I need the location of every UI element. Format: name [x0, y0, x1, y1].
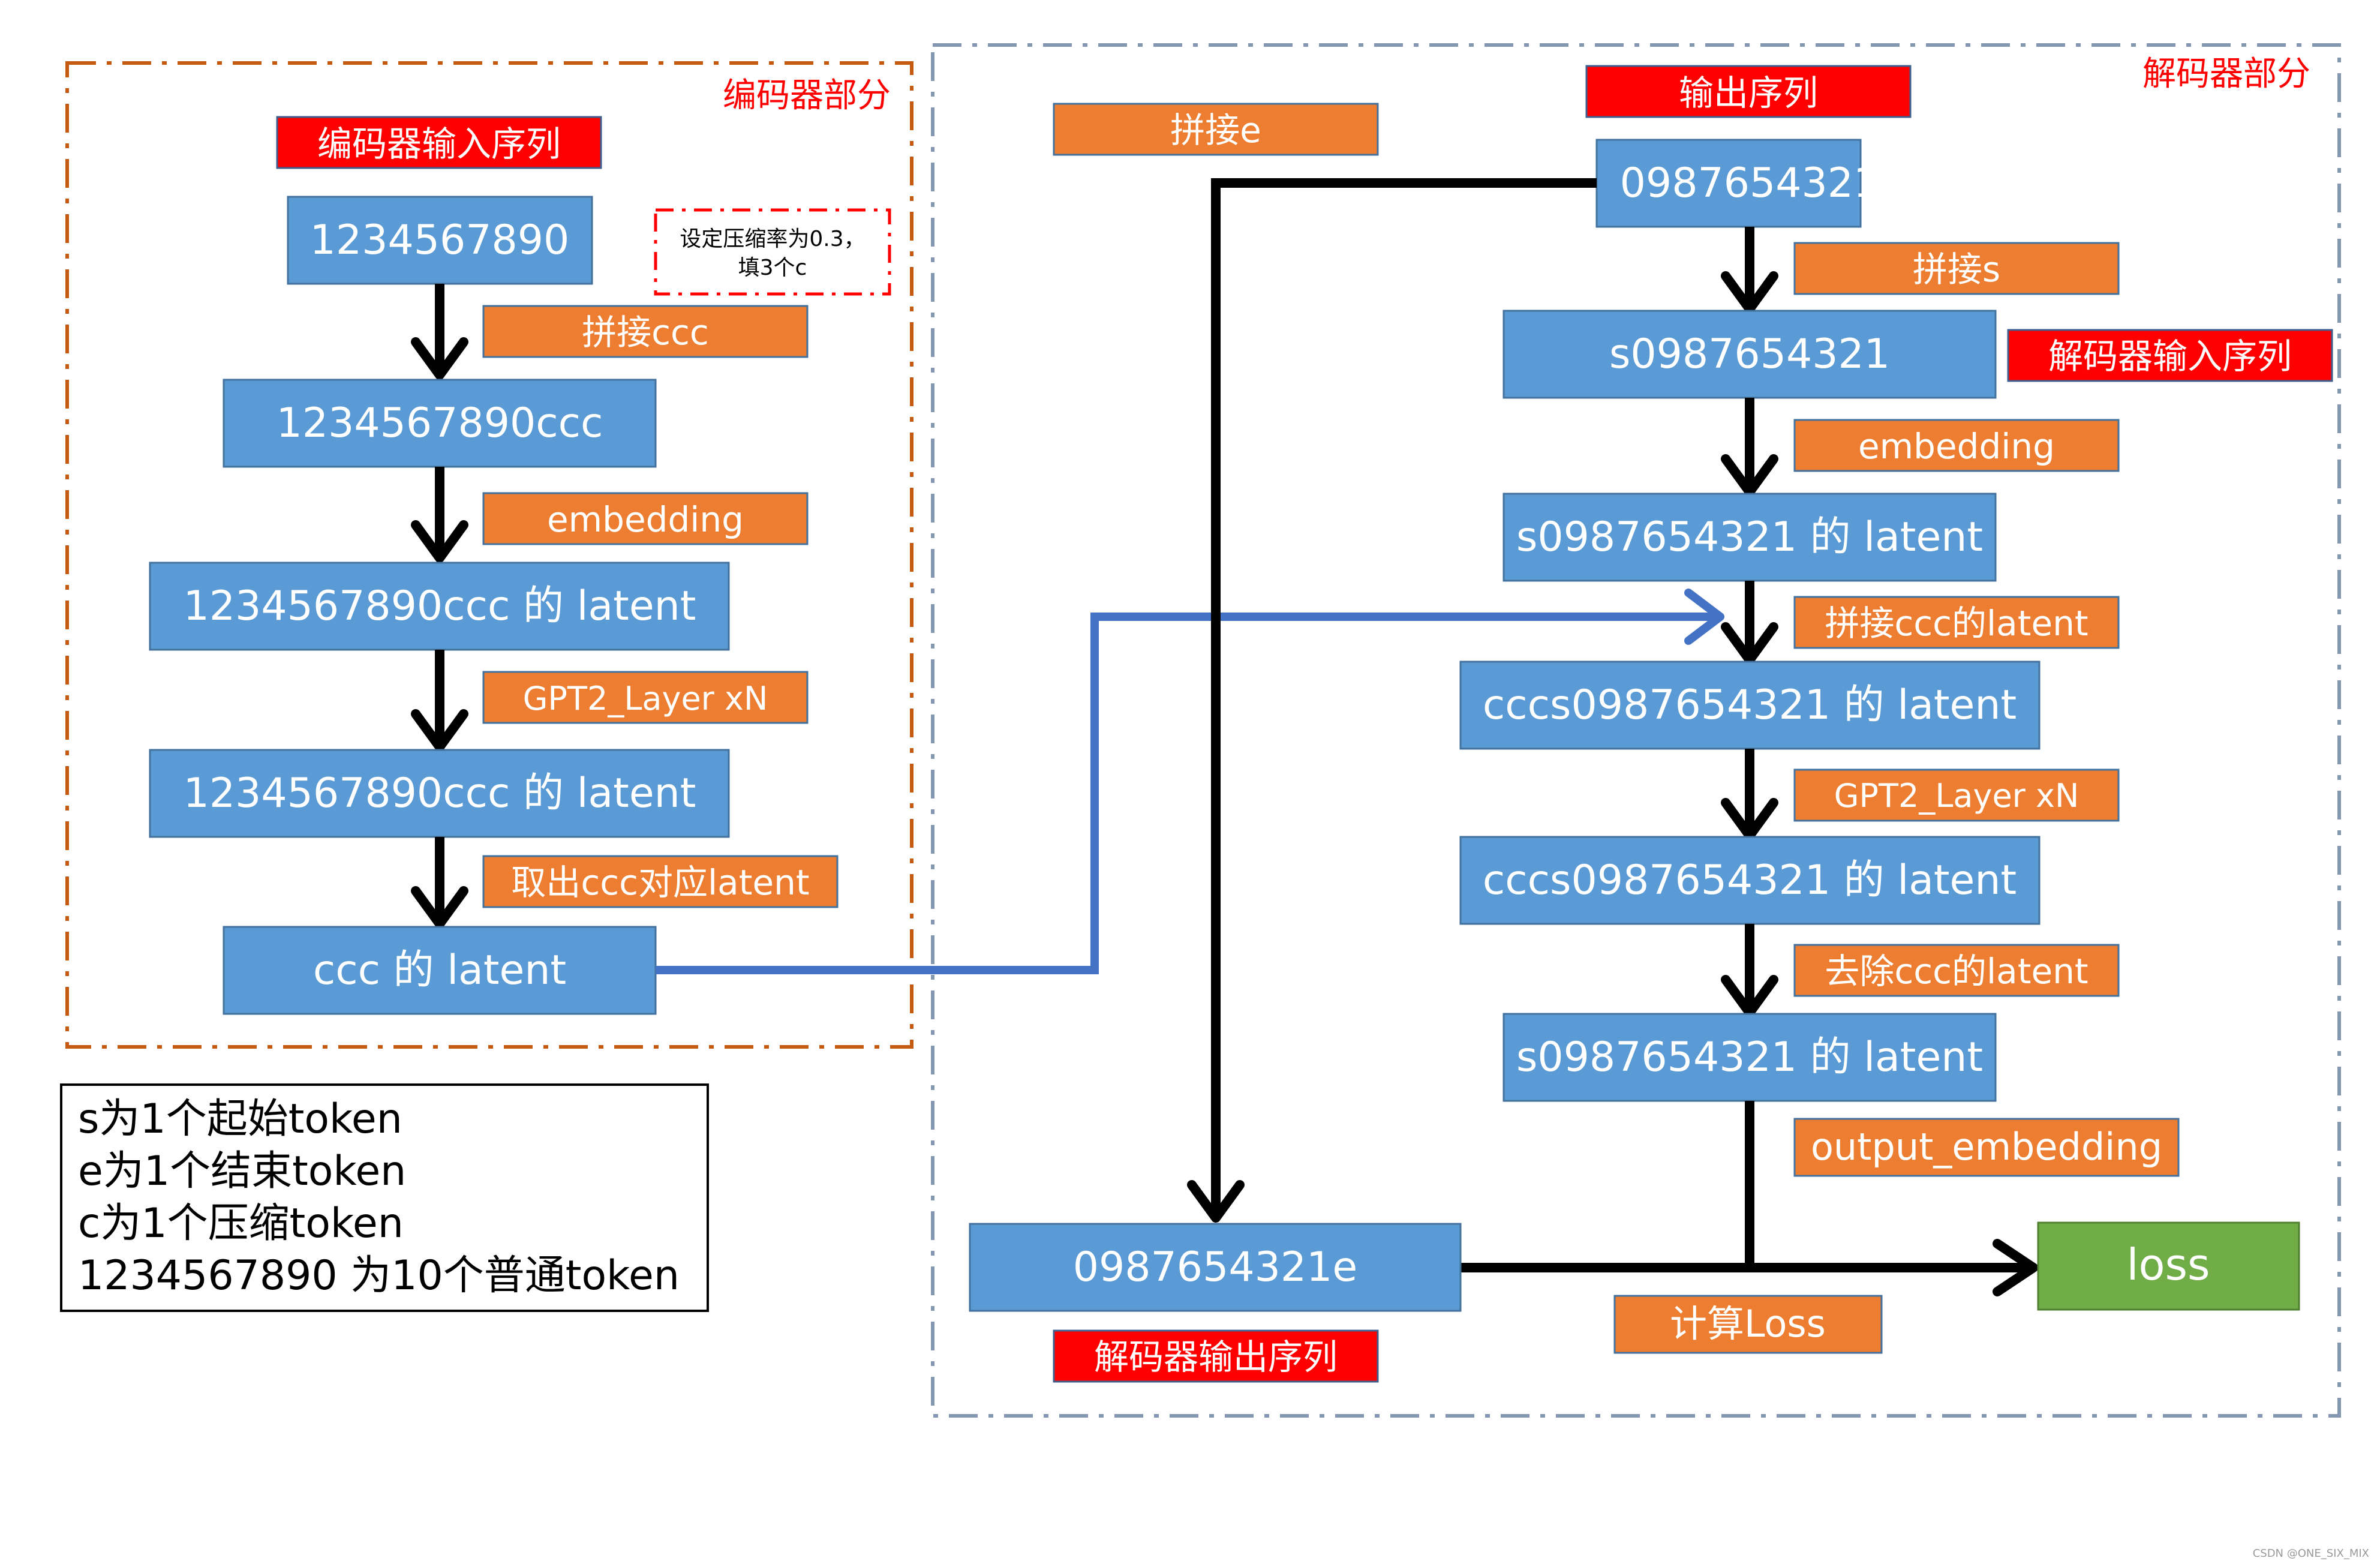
decoder-node-merged-latent [1459, 661, 2041, 750]
encoder-region-border [65, 61, 913, 1049]
decoder-arrowhead-3 [1721, 622, 1778, 665]
decoder-op-remove-ccc-latent [1793, 944, 2120, 997]
legend-item-start-token: s为1个起始token [78, 1095, 402, 1143]
legend-box [60, 1083, 709, 1312]
decoder-node-target-label: 0987654321e [1073, 1244, 1357, 1291]
ccc-latent-link-arrowhead [1684, 589, 1724, 645]
decoder-op-embedding-label: embedding [1858, 426, 2055, 467]
decoder-op-gpt2 [1793, 769, 2120, 822]
encoder-arrowhead-2 [411, 520, 468, 563]
encoder-node-padded-label: 1234567890ccc [277, 400, 603, 447]
decoder-node-stripped-latent [1502, 1013, 1997, 1102]
decoder-region-border [931, 43, 2341, 1418]
encoder-region-label: 编码器部分 [723, 76, 891, 115]
legend-item-compress-token: c为1个压缩token [78, 1200, 404, 1247]
decoder-arrowhead-1 [1721, 271, 1778, 314]
compression-note-line2: 填3个c [738, 256, 807, 280]
legend-item-end-token: e为1个结束token [78, 1148, 406, 1195]
decoder-region-label: 解码器部分 [2142, 55, 2310, 94]
decoder-input-tag-label: 解码器输入序列 [2048, 336, 2292, 377]
compression-note-box [654, 208, 891, 296]
concat-e-path-arrowhead [1187, 1180, 1245, 1223]
encoder-node-latent-2 [149, 749, 730, 838]
decoder-arrowhead-4 [1721, 798, 1778, 840]
encoder-op-extract-ccc [482, 855, 839, 908]
encoder-op-gpt2 [482, 671, 809, 724]
encoder-op-embedding [482, 492, 809, 545]
watermark: CSDN @ONE_SIX_MIX [2253, 1547, 2369, 1560]
encoder-op-concat-ccc-label: 拼接ccc [582, 312, 709, 353]
loss-node [2037, 1221, 2300, 1311]
decoder-arrowhead-5 [1721, 975, 1778, 1017]
decoder-node-input-latent-label: s0987654321 的 latent [1516, 514, 1983, 561]
decoder-op-concat-ccc-latent [1793, 596, 2120, 649]
decoder-op-remove-ccc-latent-label: 去除ccc的latent [1825, 951, 2088, 992]
decoder-op-concat-s [1793, 242, 2120, 295]
decoder-node-merged-latent-2 [1459, 836, 2041, 925]
encoder-op-concat-ccc [482, 305, 809, 358]
decoder-op-gpt2-label: GPT2_Layer xN [1834, 777, 2080, 815]
decoder-op-concat-ccc-latent-label: 拼接ccc的latent [1825, 603, 2088, 644]
encoder-node-input [287, 196, 593, 285]
decoder-op-concat-e [1053, 103, 1379, 156]
encoder-node-ccc-latent-label: ccc 的 latent [313, 947, 566, 994]
encoder-arrowhead-1 [411, 337, 468, 380]
decoder-node-output [1595, 139, 1862, 228]
decoder-output-seq-tag [1053, 1329, 1379, 1383]
decoder-node-input-latent [1502, 493, 1997, 582]
compression-note-line1: 设定压缩率为0.3， [680, 227, 865, 251]
encoder-op-extract-ccc-label: 取出ccc对应latent [511, 862, 809, 903]
ccc-latent-link [656, 613, 1715, 974]
decoder-node-output-label: 0987654321 [1620, 160, 1880, 207]
encoder-op-gpt2-label: GPT2_Layer xN [523, 680, 768, 718]
encoder-op-embedding-label: embedding [547, 499, 744, 540]
encoder-input-tag-label: 编码器输入序列 [317, 124, 561, 164]
decoder-op-output-embedding [1793, 1118, 2180, 1177]
encoder-input-tag [276, 116, 602, 169]
decoder-node-merged-latent-label: cccs0987654321 的 latent [1483, 682, 2017, 729]
encoder-node-latent-label: 1234567890ccc 的 latent [184, 583, 696, 630]
loss-op [1613, 1295, 1883, 1354]
decoder-node-input [1502, 310, 1997, 399]
decoder-op-concat-e-label: 拼接e [1170, 110, 1261, 151]
decoder-op-concat-s-label: 拼接s [1913, 249, 2000, 290]
encoder-node-input-label: 1234567890 [310, 217, 570, 264]
decoder-output-tag-label: 输出序列 [1679, 73, 1818, 113]
decoder-output-seq-tag-label: 解码器输出序列 [1094, 1337, 1338, 1377]
encoder-node-padded [223, 379, 657, 468]
encoder-node-latent [149, 562, 730, 651]
loss-op-label: 计算Loss [1670, 1302, 1826, 1346]
decoder-output-tag [1585, 65, 1912, 118]
decoder-arrowhead-2 [1721, 454, 1778, 497]
concat-e-path [1211, 178, 1597, 1218]
decoder-node-stripped-latent-label: s0987654321 的 latent [1516, 1034, 1983, 1081]
decoder-node-target [969, 1223, 1462, 1312]
loss-node-label: loss [2126, 1239, 2210, 1290]
decoder-op-output-embedding-label: output_embedding [1811, 1125, 2162, 1169]
encoder-arrowhead-4 [411, 886, 468, 929]
encoder-node-latent-2-label: 1234567890ccc 的 latent [184, 770, 696, 817]
decoder-node-input-label: s0987654321 [1609, 331, 1890, 378]
decoder-input-tag [2007, 329, 2333, 382]
encoder-node-ccc-latent [223, 926, 657, 1015]
decoder-node-merged-latent-2-label: cccs0987654321 的 latent [1483, 857, 2017, 904]
decoder-op-embedding [1793, 419, 2120, 472]
encoder-arrowhead-3 [411, 709, 468, 752]
loss-line-arrowhead [1993, 1239, 2038, 1296]
legend-item-normal-token: 1234567890 为10个普通token [78, 1252, 680, 1299]
